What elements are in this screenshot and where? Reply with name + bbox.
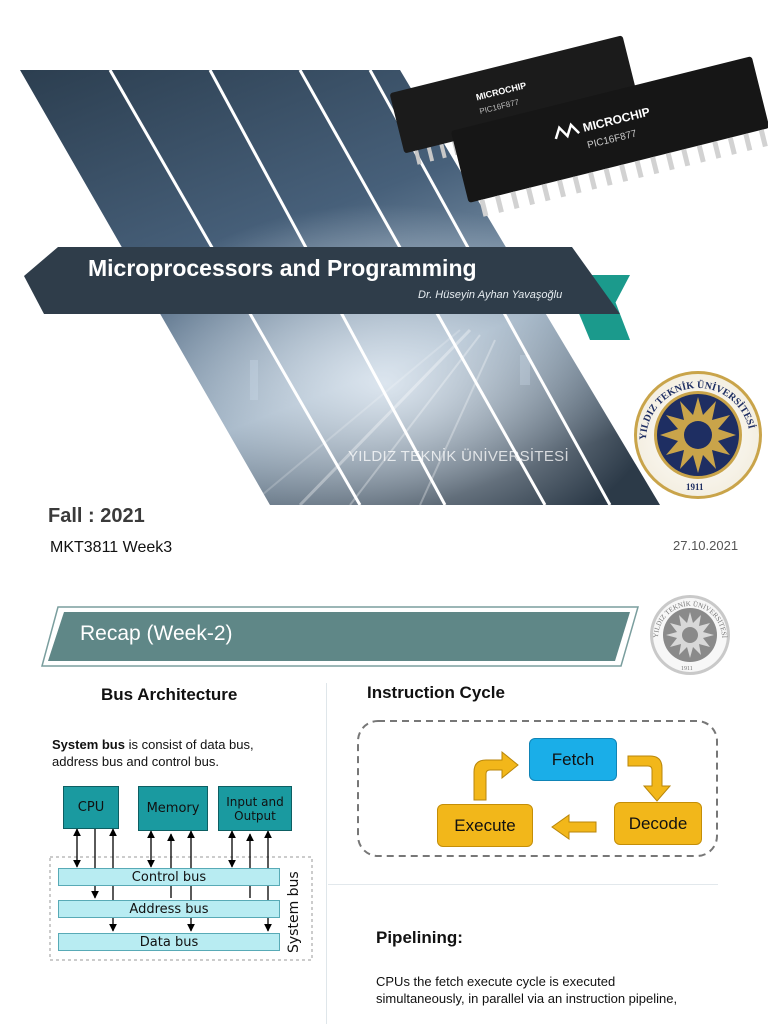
lecture-date: 27.10.2021 [673, 538, 739, 553]
author-name: Dr. Hüseyin Ayhan Yavaşoğlu [418, 289, 563, 301]
instruction-cycle-graphics [357, 720, 718, 857]
instruction-cycle-heading: Instruction Cycle [367, 683, 505, 702]
svg-text:1911: 1911 [686, 482, 704, 492]
system-bus-term: System bus [52, 737, 125, 752]
control-bus-bar: Control bus [58, 868, 280, 886]
title-slide-graphics: MICROCHIP PIC16F877 MICROCHIP PIC16F877 [20, 35, 768, 505]
title-slide: MICROCHIP PIC16F877 MICROCHIP PIC16F877 [0, 0, 768, 505]
microchip-image: MICROCHIP PIC16F877 MICROCHIP PIC16F877 [390, 35, 768, 217]
semester-label: Fall : 2021 [48, 505, 145, 527]
system-bus-label: System bus [286, 871, 302, 953]
svg-text:1911: 1911 [681, 666, 693, 672]
system-bus-definition: is consist of data bus, address bus and … [52, 737, 254, 769]
university-seal: YILDIZ TEKNİK ÜNİVERSİTESİ 1911 [634, 371, 762, 499]
university-name: YILDIZ TEKNİK ÜNİVERSİTESİ [348, 448, 569, 465]
recap-header-graphics: YILDIZ TEKNİK ÜNİVERSİTESİ 1911 [41, 595, 730, 675]
input-output-box: Input and Output [218, 786, 292, 831]
section-divider [328, 884, 718, 885]
execute-stage: Execute [437, 804, 533, 847]
pipelining-heading: Pipelining: [376, 928, 463, 947]
address-bus-bar: Address bus [58, 900, 280, 918]
cpu-box: CPU [63, 786, 119, 829]
course-code: MKT3811 Week3 [50, 539, 173, 556]
recap-title: Recap (Week-2) [80, 622, 233, 645]
column-divider [326, 683, 327, 1024]
decode-stage: Decode [614, 802, 702, 845]
bus-architecture-heading: Bus Architecture [101, 685, 238, 704]
recap-title-bar [48, 612, 630, 661]
system-bus-description: System bus is consist of data bus, addre… [52, 736, 302, 770]
memory-box: Memory [138, 786, 208, 831]
fetch-stage: Fetch [529, 738, 617, 781]
data-bus-bar: Data bus [58, 933, 280, 951]
presentation-title: Microprocessors and Programming [88, 255, 477, 281]
io-label-line2: Output [234, 808, 276, 823]
title-band [24, 247, 620, 314]
io-label-line1: Input and [226, 794, 284, 809]
small-university-seal: YILDIZ TEKNİK ÜNİVERSİTESİ 1911 [650, 595, 730, 675]
pipelining-description: CPUs the fetch execute cycle is executed… [376, 974, 678, 1006]
